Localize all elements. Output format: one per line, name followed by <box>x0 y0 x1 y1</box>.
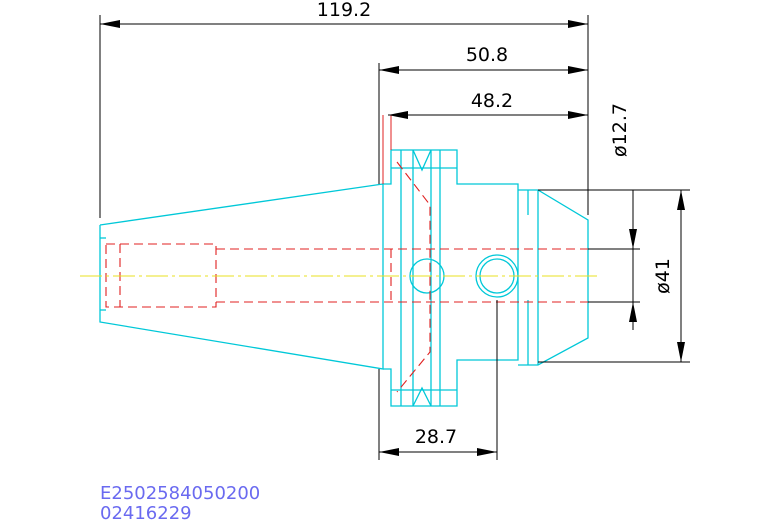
nose <box>518 189 589 366</box>
hidden-lines <box>105 115 588 393</box>
dim-overall-length: 119.2 <box>317 0 371 21</box>
flange-body <box>383 149 519 407</box>
part-outline <box>99 149 589 407</box>
dim-hole-position: 28.7 <box>415 426 457 448</box>
flange-groove <box>412 149 432 172</box>
serial-number: 02416229 <box>100 503 192 523</box>
dim-bore-diameter: ø12.7 <box>609 103 631 157</box>
dimensions: 119.2 50.8 48.2 ø12.7 ø41 28.7 <box>99 0 690 460</box>
dim-flange-to-end: 50.8 <box>466 44 508 66</box>
part-number: E2502584050200 <box>100 483 260 504</box>
taper-shank <box>99 183 384 370</box>
dim-flange-body-length: 48.2 <box>471 90 513 112</box>
dim-nose-diameter: ø41 <box>652 258 674 294</box>
